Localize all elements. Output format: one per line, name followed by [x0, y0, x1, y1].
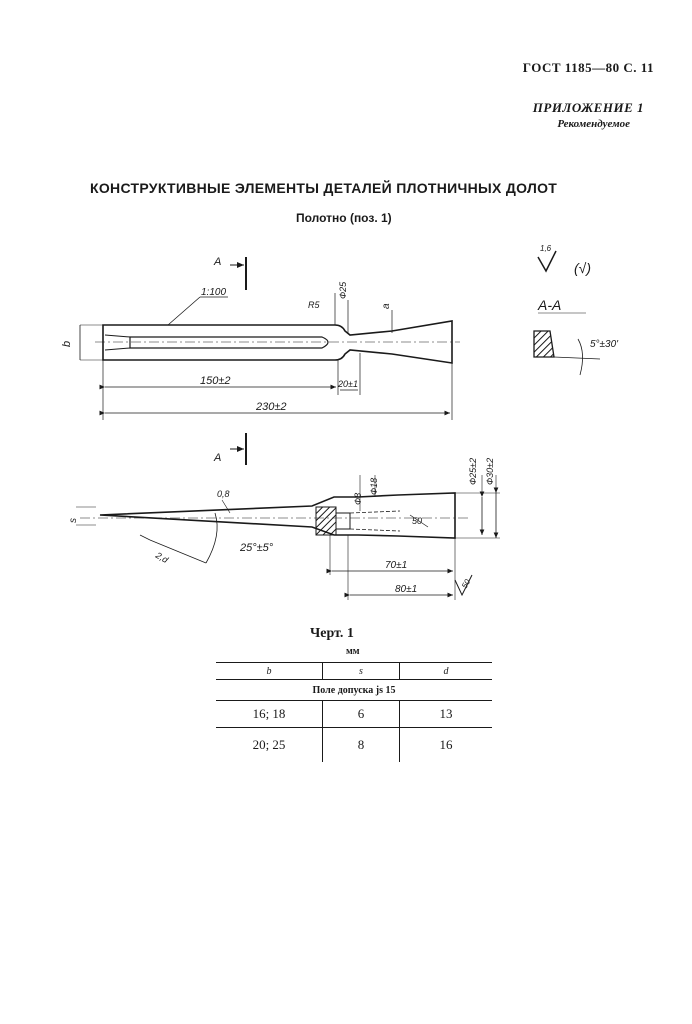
spec-table: b s d Поле допуска js 15 16; 18 6 13 20;…: [216, 663, 492, 762]
len-230-label: 230±2: [255, 401, 287, 413]
cell-d: 16: [439, 737, 453, 752]
appendix-status: Рекомендуемое: [557, 118, 630, 130]
tip-angle-label: 25°±5°: [239, 542, 274, 554]
cell-b: 20; 25: [216, 727, 323, 762]
dia-small-label: Ф25: [338, 281, 348, 299]
side-view: [76, 433, 500, 600]
len-150-label: 150±2: [200, 375, 231, 387]
dim-08-label: 0,8: [217, 489, 230, 499]
spec-table-wrap: b s d Поле допуска js 15 16; 18 6 13 20;…: [216, 662, 492, 762]
section-mark-top: А: [213, 256, 221, 268]
dim-50-label: 50: [412, 516, 422, 526]
len-80-label: 80±1: [395, 584, 417, 595]
header-s: s: [322, 663, 400, 680]
radius-label: R5: [308, 300, 320, 310]
cell-s: 8: [322, 727, 400, 762]
page-title: КОНСТРУКТИВНЫЕ ЭЛЕМЕНТЫ ДЕТАЛЕЙ ПЛОТНИЧН…: [90, 180, 558, 196]
header-b: b: [216, 663, 323, 680]
table-row: 20; 25 8 16: [216, 727, 492, 762]
page-subtitle: Полотно (поз. 1): [296, 211, 392, 225]
table-header-row: b s d: [216, 663, 492, 680]
dim-dia30-label: Ф30±2: [485, 458, 495, 485]
tolerance-cell: Поле допуска js 15: [312, 684, 396, 696]
section-label: А-А: [537, 297, 561, 313]
table-row: 16; 18 6 13: [216, 700, 492, 728]
table-rule-top: [216, 662, 492, 663]
top-view: [79, 257, 460, 420]
dim-2d-label: 2,d: [153, 550, 171, 566]
section-angle-label: 5°±30': [590, 339, 619, 350]
cell-b: 16; 18: [216, 700, 323, 728]
technical-drawing: А 1:100 R5 Ф25 а b 150±2 20±1 230±2 1,6 …: [61, 244, 619, 600]
tolerance-row: Поле допуска js 15: [216, 679, 492, 701]
dim-dia25-label: Ф25±2: [468, 458, 478, 485]
header-d: d: [443, 665, 449, 677]
len-20-label: 20±1: [337, 379, 358, 389]
page-header: ГОСТ 1185—80 С. 11: [522, 60, 654, 75]
roughness-other: (√): [574, 260, 591, 276]
section-detail: 1,6 (√) А-А 5°±30': [533, 244, 619, 376]
appendix-label: ПРИЛОЖЕНИЕ 1: [532, 100, 644, 115]
dim-s-label: s: [68, 518, 79, 523]
figure-caption: Черт. 1: [310, 626, 354, 641]
section-mark-side: А: [213, 452, 221, 464]
dim-b-label: b: [61, 341, 73, 347]
dim-a-label: а: [381, 303, 392, 309]
dim-50b-label: 50: [460, 577, 473, 590]
dim-dia18-label: Ф18: [369, 478, 379, 495]
table-unit: мм: [346, 646, 360, 657]
len-70-label: 70±1: [385, 560, 407, 571]
taper-label: 1:100: [201, 287, 226, 298]
dim-dia8-label: Ф8: [353, 493, 363, 505]
cell-s: 6: [322, 700, 400, 728]
cell-d: 13: [439, 706, 453, 721]
roughness-value: 1,6: [540, 244, 552, 253]
